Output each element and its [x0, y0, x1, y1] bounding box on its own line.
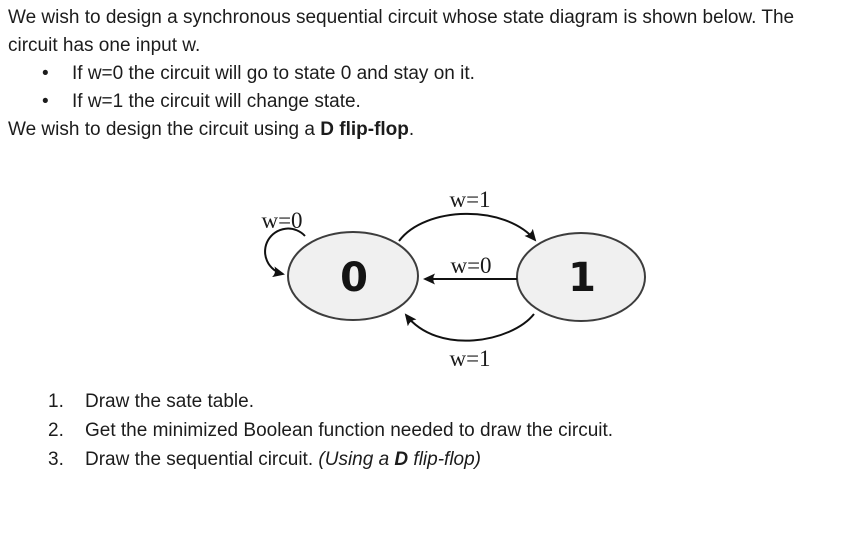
- condition-item-w0: If w=0 the circuit will go to state 0 an…: [42, 60, 475, 88]
- task-italic-suffix: flip-flop): [408, 449, 482, 470]
- state-1-label: 1: [568, 255, 596, 301]
- state-0-node: [287, 231, 419, 321]
- bottom-transition-label: w=1: [449, 346, 490, 371]
- design-instruction-prefix: We wish to design the circuit using a: [8, 119, 321, 140]
- design-instruction-bold: D flip-flop: [320, 119, 409, 140]
- problem-statement-line2: circuit has one input w.: [8, 35, 201, 56]
- self-loop-arrow: [264, 227, 306, 278]
- task-item-1: 1. Draw the sate table.: [48, 387, 613, 416]
- top-transition-label: w=1: [449, 187, 490, 212]
- task-bold-italic: D: [394, 449, 409, 470]
- task-text: Get the minimized Boolean function neede…: [85, 420, 614, 441]
- task-number: 3.: [48, 449, 64, 470]
- state-0-label: 0: [340, 255, 368, 301]
- task-item-3: 3. Draw the sequential circuit. (Using a…: [48, 445, 613, 474]
- condition-item-w1: If w=1 the circuit will change state.: [42, 88, 475, 116]
- state-1-node: [516, 232, 646, 322]
- top-transition-arrow: [398, 212, 537, 242]
- problem-statement: We wish to design a synchronous sequenti…: [8, 4, 864, 60]
- middle-transition-label: w=0: [450, 253, 491, 278]
- design-instruction-suffix: .: [408, 119, 415, 140]
- task-number: 1.: [48, 391, 64, 412]
- task-text: Draw the sequential circuit. (Using a D …: [85, 449, 482, 470]
- task-italic-prefix: (Using a: [318, 449, 395, 470]
- design-instruction: We wish to design the circuit using a D …: [8, 116, 414, 144]
- problem-statement-line1: We wish to design a synchronous sequenti…: [8, 7, 795, 28]
- state-diagram: w=0 w=1 w=0 w=1 0 1: [261, 187, 646, 371]
- task-number: 2.: [48, 420, 64, 441]
- task-text: Draw the sate table.: [85, 391, 254, 412]
- bottom-transition-arrow: [404, 313, 535, 342]
- self-loop-label: w=0: [261, 208, 302, 233]
- condition-list: If w=0 the circuit will go to state 0 an…: [42, 60, 475, 116]
- task-list: 1. Draw the sate table. 2. Get the minim…: [48, 387, 613, 474]
- task-item-2: 2. Get the minimized Boolean function ne…: [48, 416, 613, 445]
